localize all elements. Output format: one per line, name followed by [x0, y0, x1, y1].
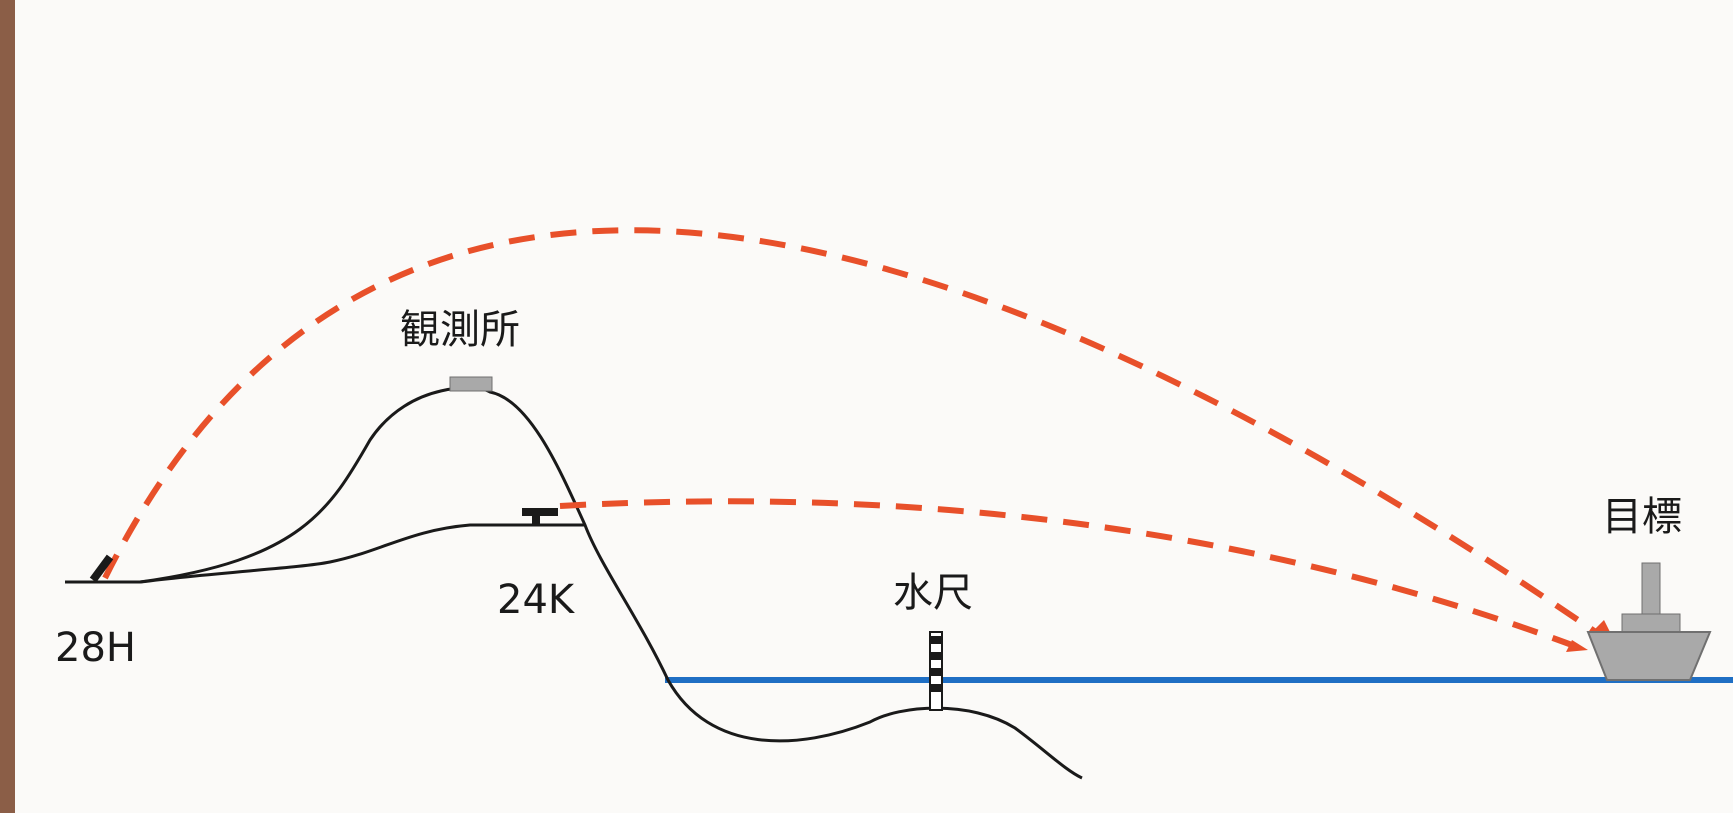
cannon-label: 24K [497, 577, 575, 623]
left-border [0, 0, 15, 813]
cannon-trajectory-arrowhead [1566, 640, 1588, 652]
terrain-slope [139, 523, 585, 584]
cannon-trajectory [559, 498, 1582, 651]
howitzer-trajectory [102, 227, 1602, 638]
water-gauge-pole [929, 631, 943, 711]
howitzer-symbol [89, 554, 114, 583]
observation-post-label: 観測所 [400, 307, 520, 353]
cannon-symbol [522, 508, 558, 526]
observation-post-box [449, 376, 493, 392]
target-label: 目標 [1602, 494, 1682, 540]
target-ship [1586, 562, 1712, 681]
terrain-cliff [65, 386, 1083, 780]
water-gauge-label: 水尺 [893, 570, 973, 616]
howitzer-label: 28H [55, 625, 136, 671]
